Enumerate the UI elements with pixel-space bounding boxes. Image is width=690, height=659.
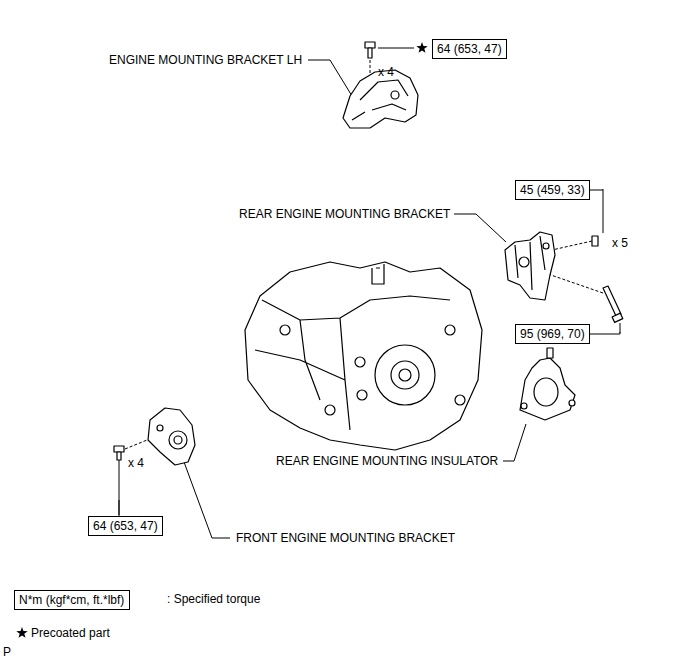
insulator-stud: [547, 348, 553, 358]
page-mark: P: [3, 645, 11, 659]
insulator-body: [520, 358, 575, 420]
case-ribs: [255, 296, 450, 430]
leader-lines: [119, 48, 620, 538]
legend-text: : Specified torque: [167, 592, 260, 606]
insulator-rubber: [534, 378, 558, 406]
bolt-hole: [543, 243, 549, 249]
bracket-body: [505, 232, 555, 300]
rear-bracket: [505, 232, 623, 322]
torque-box: 95 (969, 70): [515, 324, 590, 344]
part-name: ENGINE MOUNTING BRACKET LH: [109, 53, 302, 67]
torque-box: N*m (kgf*cm, ft.*lbf): [14, 590, 130, 610]
bolt-hole: [157, 425, 163, 431]
bracket-detail: [352, 80, 408, 120]
bolt-hole: [521, 403, 527, 409]
front-bracket: [114, 408, 195, 465]
leader-line: [119, 460, 120, 515]
leader-line: [503, 424, 526, 461]
case-hook: [372, 264, 384, 284]
case-bolt: [445, 325, 455, 335]
torque-box: 64 (653, 47): [88, 516, 163, 536]
torque-value: 64 (653, 47): [437, 42, 502, 56]
transmission: [245, 262, 482, 450]
bolt-shaft: [117, 452, 121, 460]
torque-box: 45 (459, 33): [515, 180, 590, 200]
long-bolt: [603, 286, 621, 316]
bracket-detail: [515, 236, 545, 290]
bolt-head: [612, 313, 623, 322]
leader-line: [184, 462, 230, 538]
part-name: FRONT ENGINE MOUNTING BRACKET: [236, 531, 455, 545]
bolt-head: [365, 42, 375, 48]
bushing-hole: [174, 436, 182, 444]
torque-leader: [590, 332, 620, 334]
bolt-hole: [391, 91, 399, 99]
bolt-hole: [519, 257, 529, 267]
leader-line: [454, 214, 506, 242]
torque-value: 45 (459, 33): [520, 183, 585, 197]
torque-value: N*m (kgf*cm, ft.*lbf): [19, 593, 124, 607]
leader-line: [603, 189, 604, 233]
bolt-count: x 4: [378, 65, 394, 79]
part-name: REAR ENGINE MOUNTING BRACKET: [239, 207, 450, 221]
precoat-stars: [16, 42, 427, 638]
torque-box: 64 (653, 47): [432, 39, 507, 59]
case-bolt: [455, 395, 465, 405]
bushing: [169, 431, 187, 449]
leader-line: [378, 48, 414, 49]
rear-insulator: [520, 348, 575, 420]
case-bolt: [325, 405, 335, 415]
precoat-star: [16, 627, 27, 638]
torque-value: 95 (969, 70): [520, 327, 585, 341]
precoat-star: [416, 42, 427, 53]
legend-text: Precoated part: [31, 626, 110, 640]
bracket-lh: [343, 42, 418, 128]
assembly-line: [548, 274, 603, 293]
bracket-body: [148, 408, 195, 465]
part-name: REAR ENGINE MOUNTING INSULATOR: [276, 454, 498, 468]
case-bolt: [357, 390, 367, 400]
leader-line: [620, 323, 621, 333]
bolt-count: x 4: [128, 456, 144, 470]
bolt-count: x 5: [612, 236, 628, 250]
bolt-head: [592, 236, 598, 246]
torque-value: 64 (653, 47): [93, 519, 158, 533]
bolt-head: [114, 446, 124, 452]
bolt-hole: [569, 400, 575, 406]
case-outline: [245, 262, 482, 450]
torque-leader: [590, 190, 603, 191]
output-housing: [375, 345, 435, 405]
case-bolt: [280, 325, 290, 335]
output-hole: [391, 361, 419, 389]
assembly-lines: [125, 60, 603, 449]
bolt-shaft: [368, 48, 372, 58]
case-bolt: [355, 357, 365, 367]
torque-leader: [119, 500, 120, 516]
assembly-line: [552, 241, 592, 250]
output-shaft: [399, 369, 411, 381]
leader-line: [308, 60, 352, 96]
